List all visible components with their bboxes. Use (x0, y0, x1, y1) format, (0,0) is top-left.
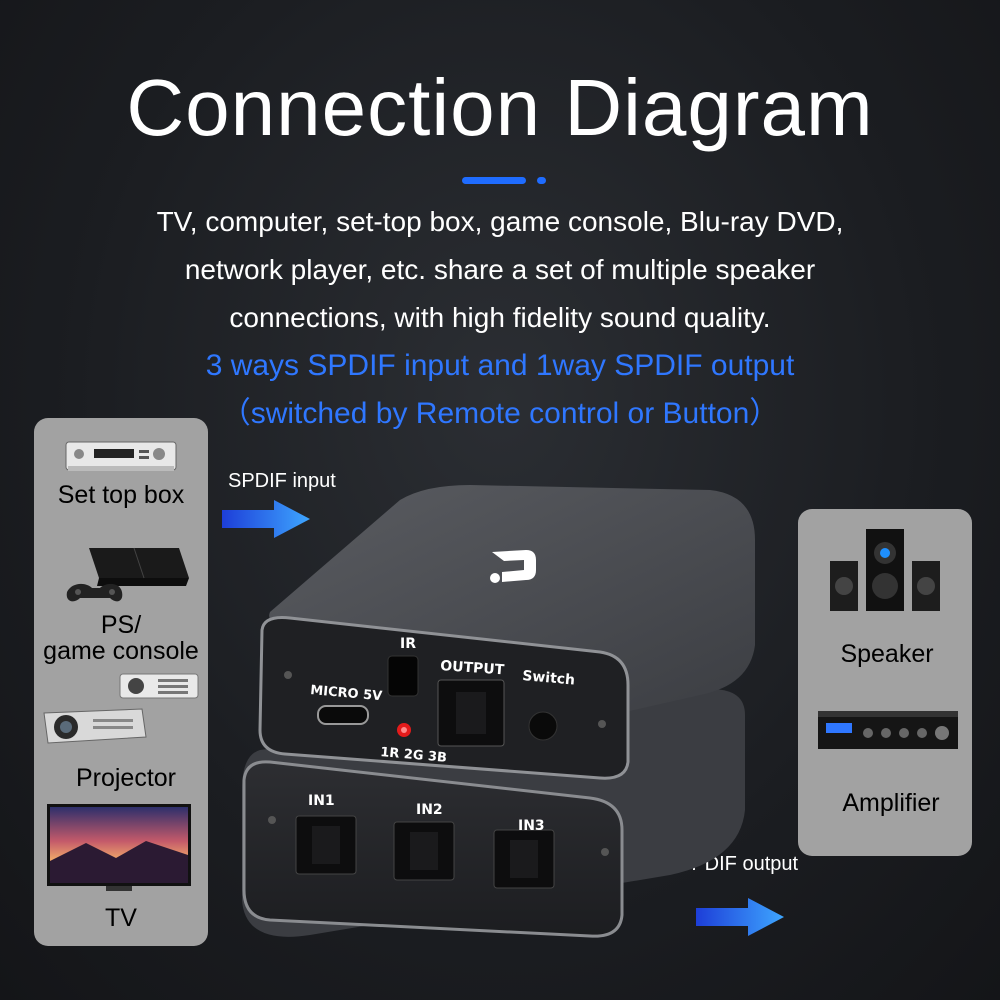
in2-label: IN2 (416, 802, 443, 818)
spdif-switch-device: IN1 IN2 IN3 IR MICRO 5V 1R 2G 3B OUTPUT … (242, 485, 755, 938)
title-underline-dot (537, 177, 546, 184)
projector-small-icon (119, 673, 199, 699)
micro-5v-label: MICRO 5V (310, 683, 383, 704)
projector-label: Projector (75, 764, 177, 792)
description: TV, computer, set-top box, game console,… (0, 198, 1000, 438)
output-port[interactable] (437, 679, 505, 747)
page-title: Connection Diagram (126, 63, 874, 152)
in3-port[interactable] (493, 829, 555, 889)
in2-port[interactable] (393, 821, 455, 881)
set-top-box-icon (65, 441, 177, 471)
output-label: OUTPUT (440, 658, 505, 678)
description-line-3: connections, with high fidelity sound qu… (229, 302, 771, 333)
spdif-input-label: SPDIF input (228, 470, 336, 492)
spdif-output-arrow-icon (696, 898, 784, 936)
feature-line-2: （switched by Remote control or Button） (220, 397, 780, 430)
tv-label: TV (105, 904, 137, 932)
description-line-1: TV, computer, set-top box, game console,… (156, 206, 844, 237)
switch-button[interactable] (528, 711, 558, 741)
micro-usb-port[interactable] (317, 705, 369, 725)
switch-label: Switch (522, 668, 576, 689)
ir-label: IR (400, 636, 416, 652)
speaker-label: Speaker (840, 640, 934, 668)
set-top-box-label: Set top box (57, 481, 185, 509)
description-line-2: network player, etc. share a set of mult… (184, 254, 816, 285)
input-sources-panel: Set top box PS/ game console Projector (34, 418, 208, 946)
game-console-label: game console (43, 637, 199, 665)
in1-port[interactable] (295, 815, 357, 875)
feature-line-1: 3 ways SPDIF input and 1way SPDIF output (205, 349, 795, 382)
led-legend: 1R 2G 3B (380, 745, 448, 766)
game-console-icon (66, 547, 189, 602)
ps-label: PS/ (100, 611, 142, 639)
output-devices-panel: Speaker Amplifier (798, 509, 972, 856)
title-underline-bar (462, 177, 526, 184)
amplifier-label: Amplifier (842, 789, 940, 817)
in3-label: IN3 (518, 818, 545, 834)
ir-receiver (387, 655, 419, 697)
in1-label: IN1 (308, 793, 335, 809)
amplifier-icon (818, 711, 958, 749)
projector-icon (43, 708, 147, 744)
output-unit: IR MICRO 5V 1R 2G 3B OUTPUT Switch (258, 485, 755, 780)
speaker-icon (830, 529, 940, 611)
brand-logo-icon (490, 550, 536, 583)
tv-icon (47, 804, 191, 891)
spdif-input-arrow-icon (222, 500, 310, 538)
